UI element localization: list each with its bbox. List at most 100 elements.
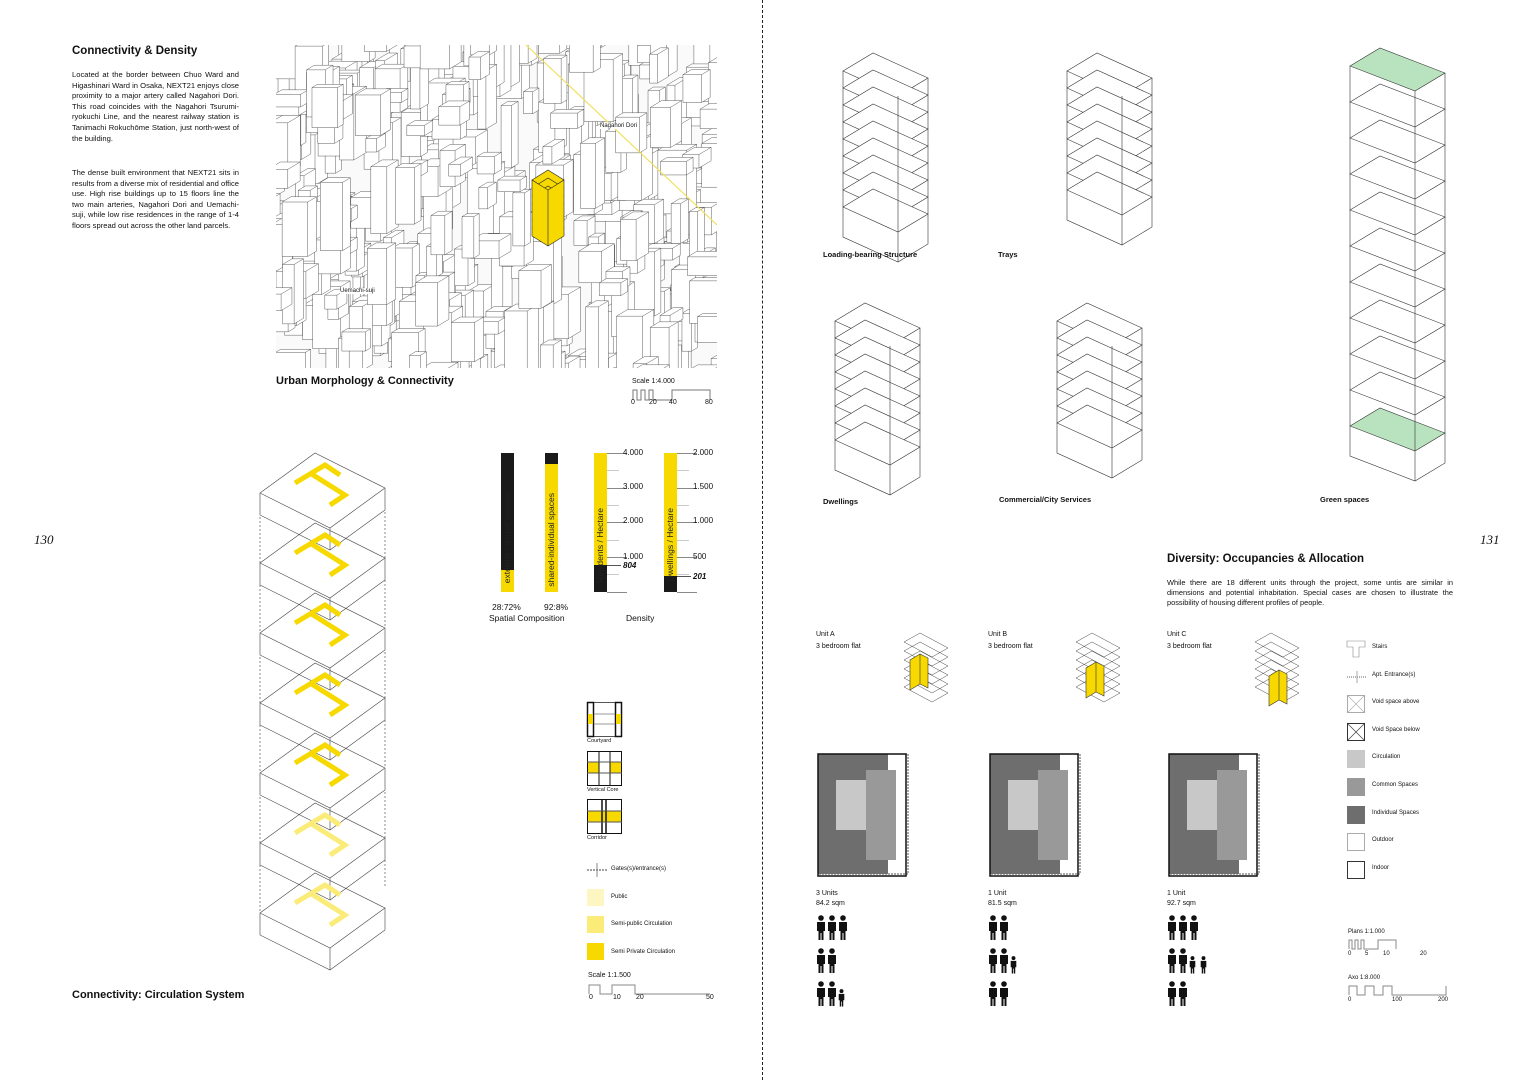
map-building [365, 133, 386, 153]
person-icon [828, 915, 836, 940]
ratio-external-internal: 28:72% [492, 602, 521, 612]
unit-floor-plan [989, 753, 1081, 877]
scale-tick: 50 [706, 994, 714, 1001]
person-icon [989, 915, 997, 940]
vertical-core-diagram [587, 751, 622, 786]
system-label-commercial: Commercial/City Services [999, 495, 1092, 504]
legend-label: Individual Spaces [1372, 809, 1420, 816]
floor-outline [1349, 335, 1446, 380]
density-tick [677, 522, 697, 524]
connectivity-title: Connectivity & Density [72, 45, 198, 57]
legend-label: Void Space below [1372, 726, 1420, 733]
person-icon [1168, 915, 1176, 940]
spatial-bar-label: shared-individual spaces [546, 493, 556, 587]
system-label-structure: Loading-bearing Structure [823, 250, 918, 259]
map-building [395, 163, 422, 225]
scale-tick: 200 [1438, 997, 1449, 1003]
map-building [504, 303, 539, 368]
map-building [438, 100, 470, 126]
map-building [276, 287, 293, 311]
unit-type: 3 bedroom flat [988, 643, 1033, 650]
person-icon [1189, 956, 1196, 974]
floor-outline [1349, 299, 1446, 344]
unit-floor-plan [817, 753, 909, 877]
floor-outline [1349, 191, 1446, 236]
person-icon [989, 948, 997, 973]
person-icon [838, 989, 845, 1007]
person-icon [817, 981, 825, 1006]
density-tick [677, 574, 689, 576]
density-tick-label: 4.000 [623, 448, 644, 457]
map-building [697, 313, 717, 343]
unit-location-axo [903, 632, 949, 703]
map-building [355, 88, 391, 136]
density-tick-label: 2.000 [623, 516, 644, 525]
scale-tick: 0 [1348, 951, 1352, 957]
density-tick [607, 470, 619, 472]
urban-morphology-map: Nagahori Dori Uemachi-suji [276, 45, 717, 368]
scale-tick: 5 [1365, 951, 1369, 957]
spatial-caption: Spatial Composition [489, 613, 565, 623]
person-icon [1200, 956, 1207, 974]
load-bearing-structure-axo [842, 52, 929, 263]
person-icon [1000, 948, 1008, 973]
person-icon [828, 948, 836, 973]
person-icon [839, 915, 847, 940]
map-building [341, 328, 371, 352]
person-icon [1190, 915, 1198, 940]
scale-tick: 0 [589, 994, 593, 1001]
plans-scale-title: Plans 1:1.000 [1348, 929, 1385, 935]
density-tick [677, 556, 697, 558]
map-building [670, 198, 689, 244]
map-building [615, 112, 648, 154]
unit-count: 1 Unit [1167, 890, 1186, 897]
bar-yellow-segment [545, 464, 558, 592]
person-icon [1000, 981, 1008, 1006]
legend-semi-private: Semi Private Circulation [611, 949, 676, 955]
scale-tick: 10 [1383, 951, 1390, 957]
map-building [682, 69, 711, 103]
density-tick [607, 592, 627, 593]
legend-public: Public [611, 894, 628, 900]
unit-type: 3 bedroom flat [1167, 643, 1212, 650]
unit-area: 92.7 sqm [1167, 900, 1196, 907]
void-light-legend-icon [1346, 694, 1366, 714]
map-building [518, 264, 552, 309]
density-value-tick [607, 565, 621, 566]
scale-tick: 20 [1420, 951, 1427, 957]
density-tick-label: 500 [693, 552, 707, 561]
scale-tick: 100 [1392, 997, 1403, 1003]
occupant-group [817, 948, 836, 973]
circulation-path [293, 812, 350, 858]
floor-outline [1349, 227, 1446, 272]
map-building [276, 161, 301, 189]
axo-scale-title: Axo 1:8.000 [1348, 975, 1381, 981]
map-building [542, 139, 565, 165]
density-tick [607, 556, 627, 558]
map-building [689, 277, 717, 324]
floor-outline [1349, 83, 1446, 128]
map-scale-tick: 0 [631, 399, 635, 406]
scale-tick: 10 [613, 994, 621, 1001]
density-bar-yellow [594, 453, 607, 565]
unit-count: 3 Units [816, 890, 838, 897]
map-building [461, 213, 480, 259]
map-building [430, 210, 453, 256]
unit-name: Unit C [1167, 631, 1187, 638]
map-building [538, 45, 568, 54]
map-building [468, 51, 490, 80]
person-icon [817, 948, 825, 973]
nagahori-road [525, 45, 717, 226]
map-building [497, 175, 527, 192]
circulation-path [293, 742, 350, 788]
floor-outline [1349, 371, 1446, 416]
map-building [523, 87, 540, 114]
map-scale-title: Scale 1:4.000 [632, 378, 675, 385]
diversity-paragraph: While there are 18 different units throu… [1167, 578, 1453, 607]
density-tick [677, 453, 697, 454]
unit-floor-plan [1168, 753, 1260, 877]
floor-outline [1349, 119, 1446, 164]
map-building [500, 101, 519, 169]
map-building [478, 181, 497, 210]
map-building [406, 120, 433, 136]
